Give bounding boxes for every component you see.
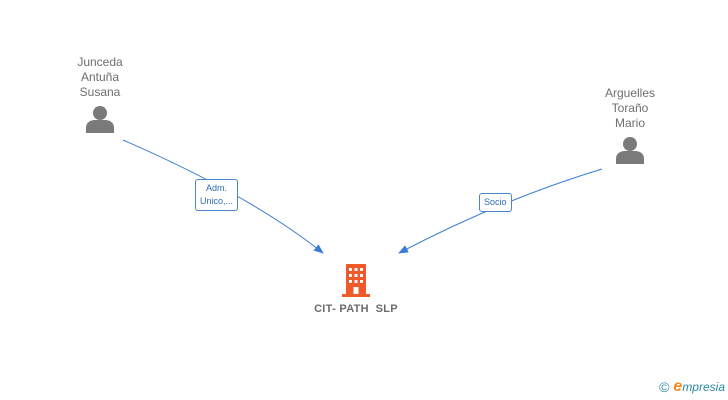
- edge-label-socio[interactable]: Socio: [479, 193, 512, 212]
- person-icon: [86, 106, 114, 133]
- person-name-line: Arguelles: [604, 86, 656, 100]
- edge-label-line: Unico,...: [200, 196, 234, 206]
- edge-label-line: Socio: [484, 197, 507, 207]
- company-node[interactable]: CIT- PATH SLP: [296, 262, 416, 315]
- person-name-line: Antuña: [80, 70, 120, 84]
- person-node-arguelles[interactable]: Arguelles Toraño Mario: [590, 86, 670, 165]
- brand-logo-text: mpresia: [682, 380, 725, 394]
- company-name: CIT- PATH SLP: [314, 303, 398, 315]
- person-name-line: Toraño: [611, 101, 649, 115]
- edge-label-adm-unico[interactable]: Adm. Unico,...: [195, 179, 239, 211]
- person-name-line: Mario: [614, 116, 645, 130]
- building-icon: [342, 264, 370, 297]
- copyright-symbol: ©: [659, 379, 670, 395]
- person-icon: [616, 137, 644, 164]
- brand-logo-initial: e: [673, 378, 683, 395]
- person-name-line: Susana: [79, 85, 121, 99]
- person-name: Junceda Antuña Susana: [60, 55, 140, 100]
- person-node-junceda[interactable]: Junceda Antuña Susana: [60, 55, 140, 134]
- edge-label-line: Adm.: [206, 183, 228, 193]
- person-name: Arguelles Toraño Mario: [590, 86, 670, 131]
- person-name-line: Junceda: [77, 55, 123, 69]
